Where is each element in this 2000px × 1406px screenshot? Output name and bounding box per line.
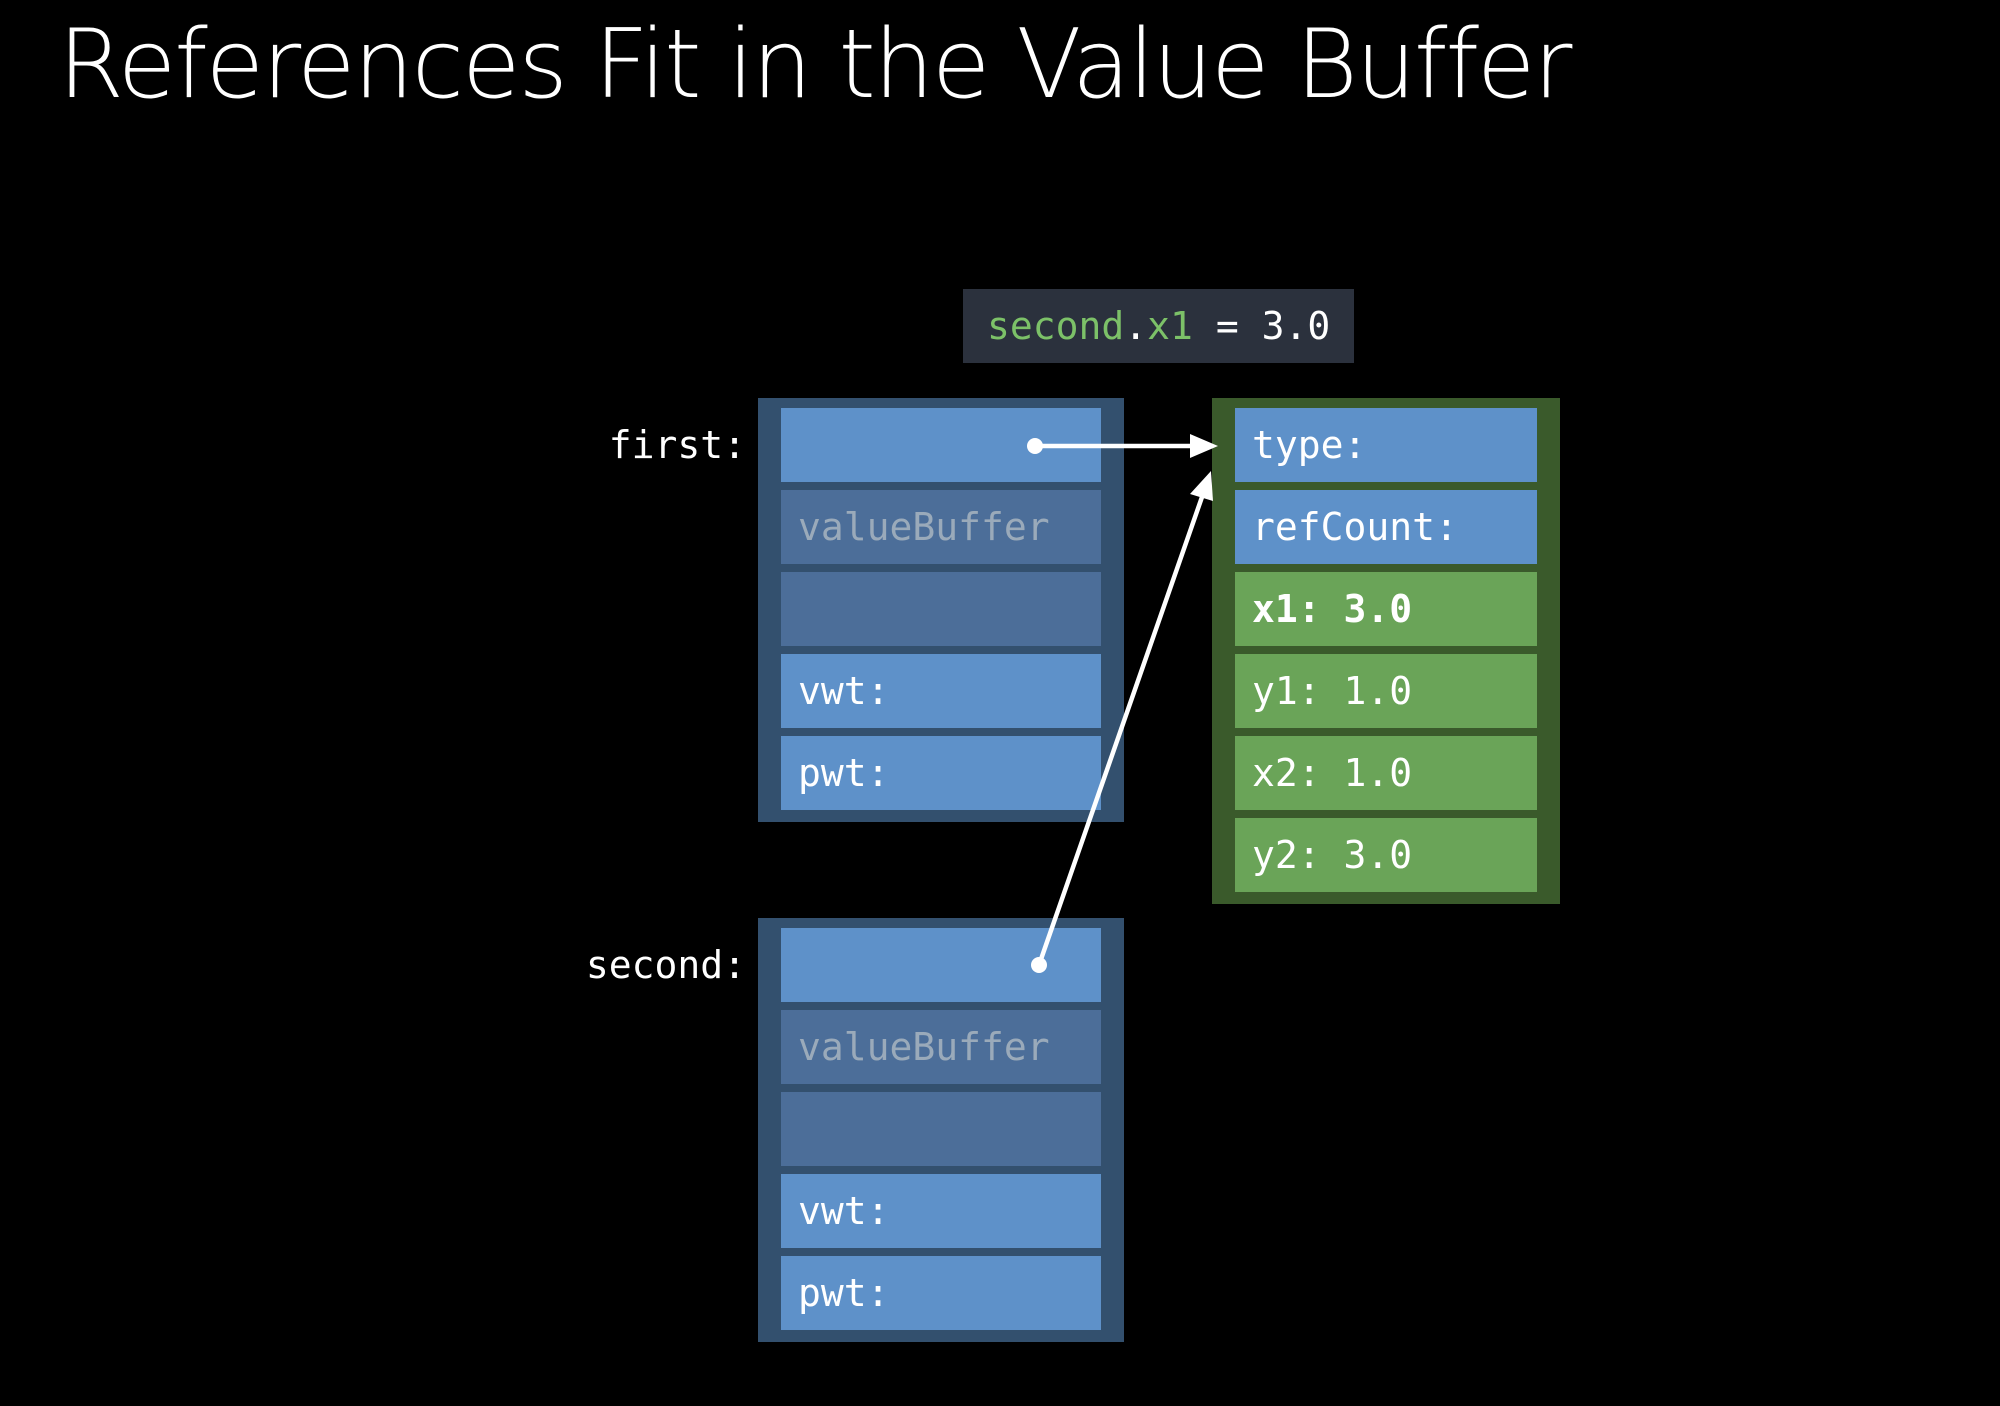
memory-cell xyxy=(781,928,1101,1002)
heap-cell: y1: 1.0 xyxy=(1235,654,1537,728)
memory-cell xyxy=(781,1092,1101,1166)
code-statement-badge: second.x1 = 3.0 xyxy=(963,289,1355,363)
heap-cell: x1: 3.0 xyxy=(1235,572,1537,646)
code-token: second xyxy=(987,304,1125,348)
memory-cell xyxy=(781,572,1101,646)
heap-cell: type: xyxy=(1235,408,1537,482)
memory-cell: vwt: xyxy=(781,1174,1101,1248)
code-token: x1 xyxy=(1147,304,1193,348)
memory-cell: pwt: xyxy=(781,736,1101,810)
memory-cell: pwt: xyxy=(781,1256,1101,1330)
code-token: . xyxy=(1124,304,1148,348)
stack-box-first: valueBuffer vwt: pwt: xyxy=(758,398,1124,822)
slide-title: References Fit in the Value Buffer xyxy=(58,10,1572,120)
code-token: = 3.0 xyxy=(1192,304,1331,348)
heap-object-box: type: refCount: x1: 3.0 y1: 1.0 x2: 1.0 y2: 3… xyxy=(1212,398,1560,904)
arrowhead-second xyxy=(1190,471,1213,501)
stack-label-first: first: xyxy=(608,423,746,467)
memory-cell: valueBuffer xyxy=(781,490,1101,564)
memory-cell: valueBuffer xyxy=(781,1010,1101,1084)
memory-cell: vwt: xyxy=(781,654,1101,728)
memory-cell xyxy=(781,408,1101,482)
heap-cell: refCount: xyxy=(1235,490,1537,564)
stack-box-second: valueBuffer vwt: pwt: xyxy=(758,918,1124,1342)
heap-cell: x2: 1.0 xyxy=(1235,736,1537,810)
stack-label-second: second: xyxy=(585,943,746,987)
heap-cell: y2: 3.0 xyxy=(1235,818,1537,892)
